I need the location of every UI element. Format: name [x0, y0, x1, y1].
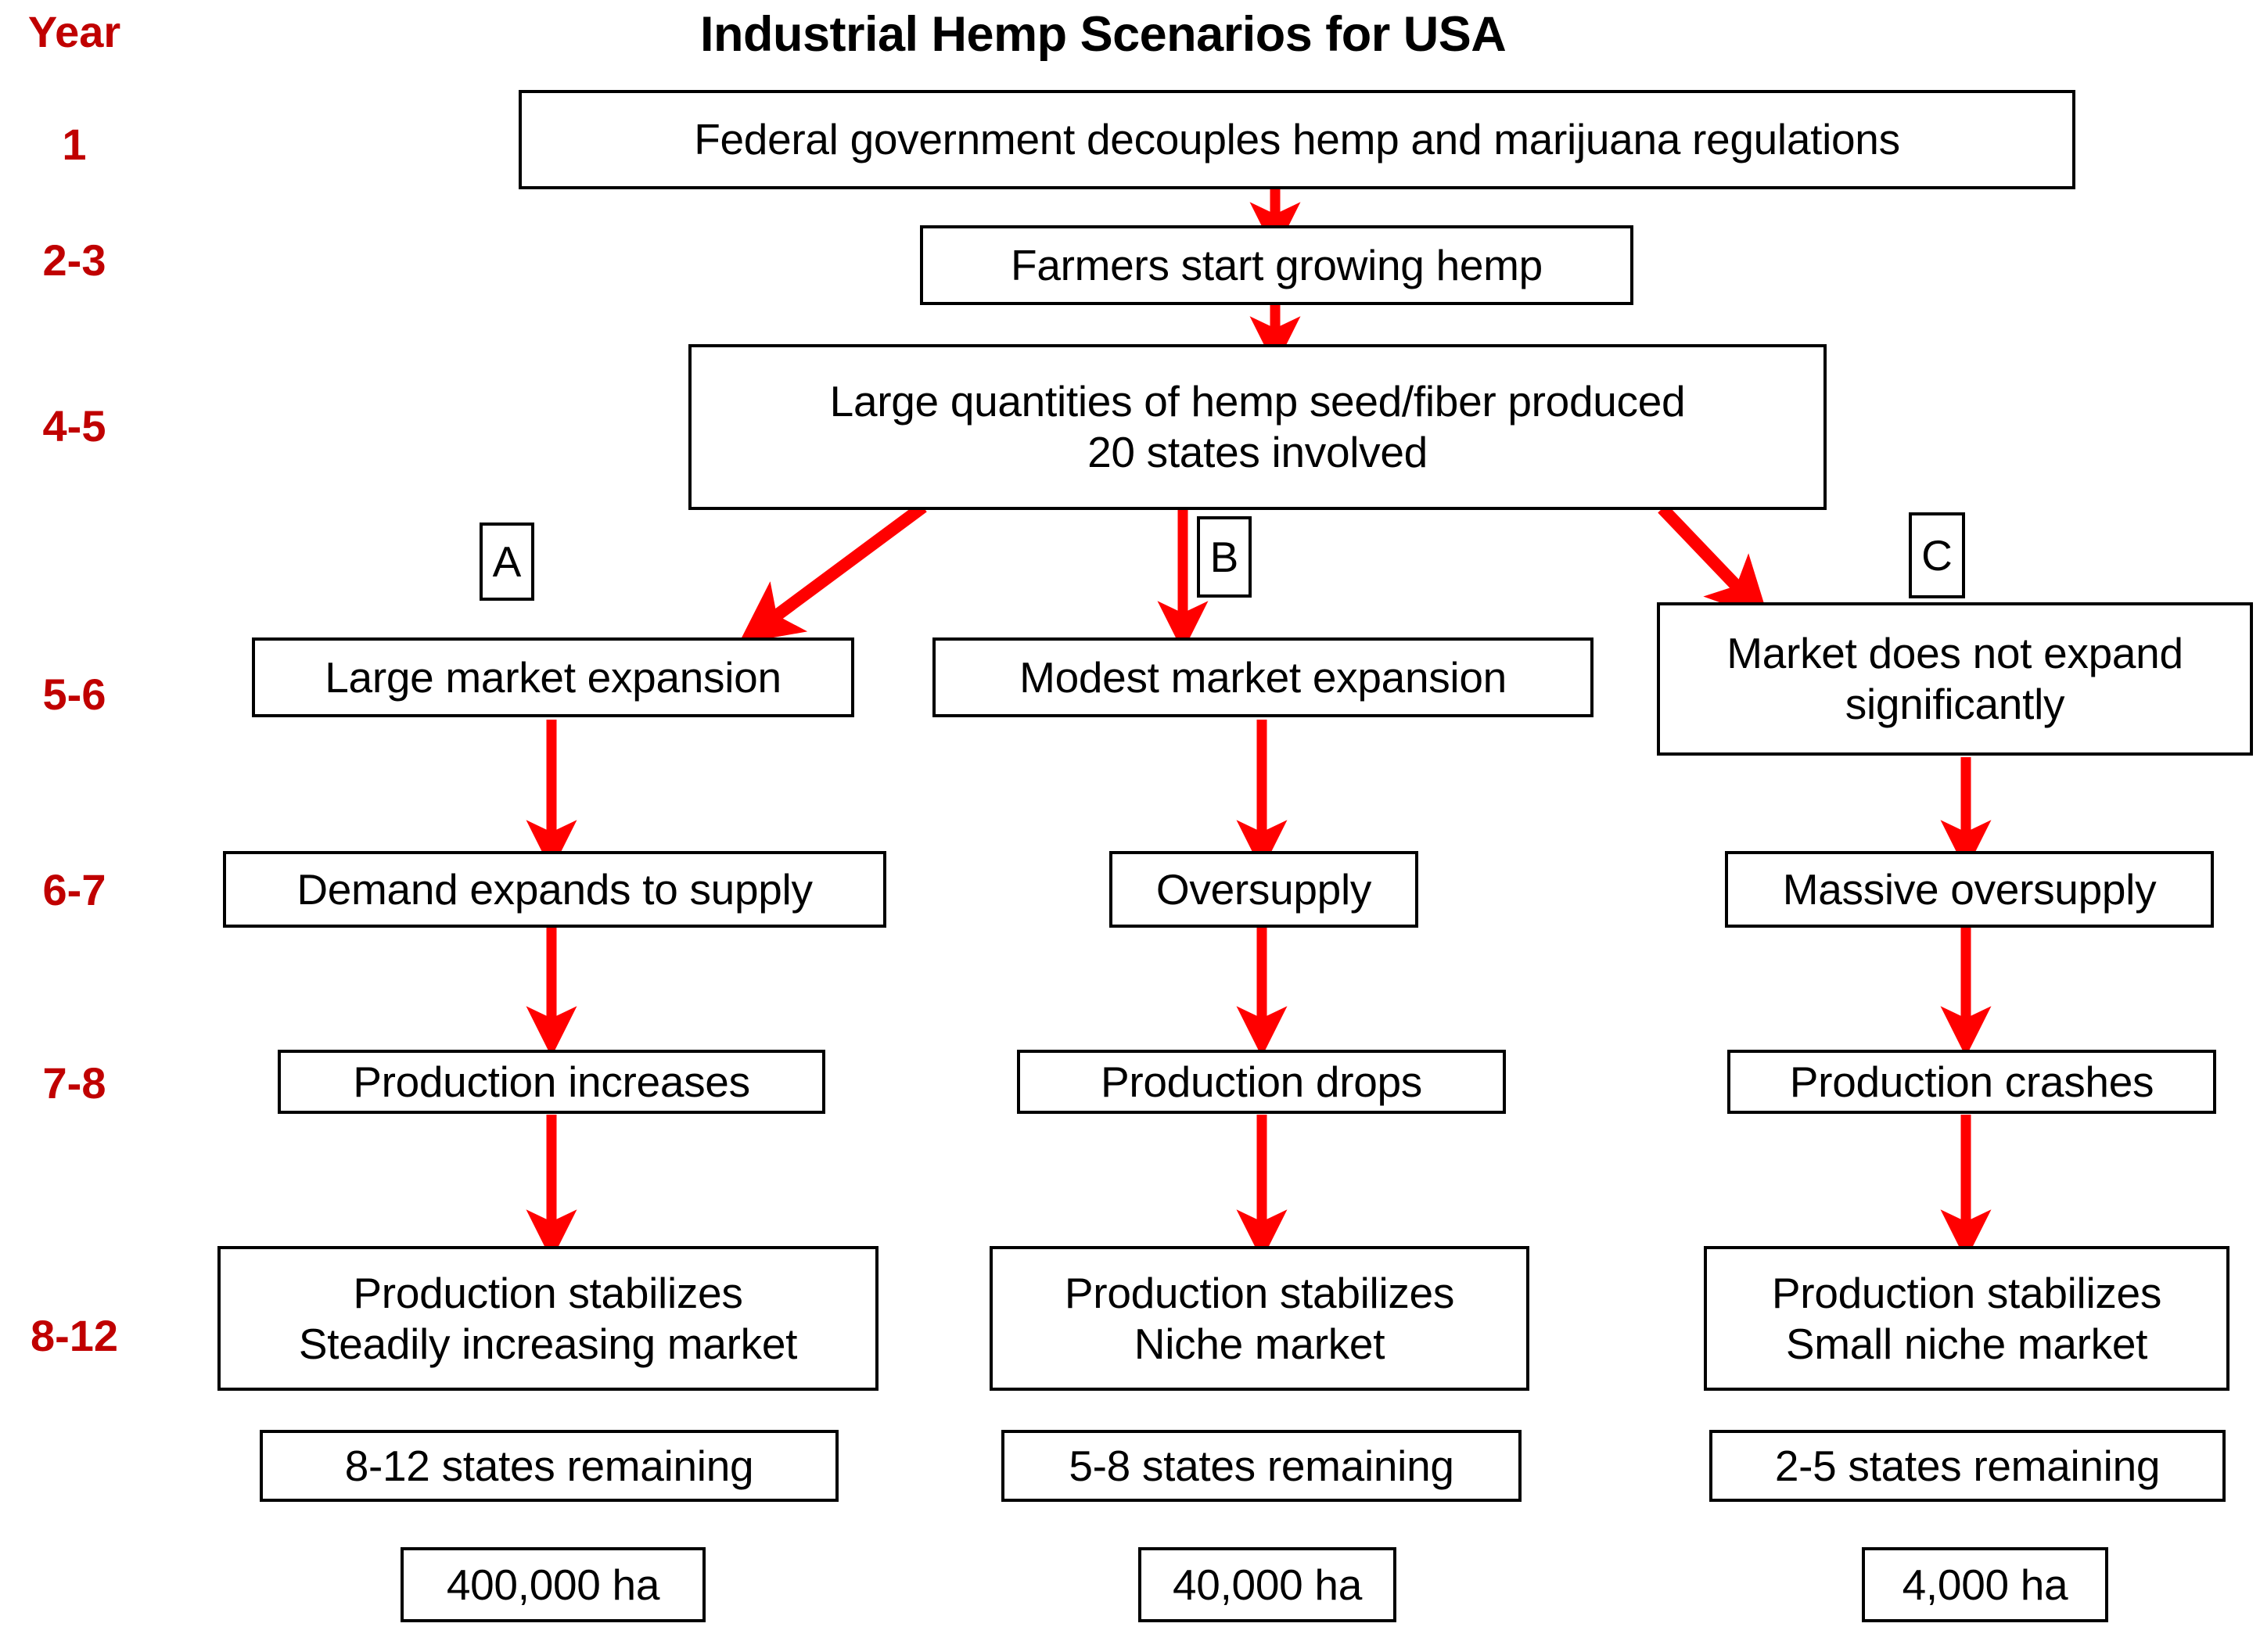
node-a-production-increases: Production increases	[278, 1050, 825, 1114]
page-title: Industrial Hemp Scenarios for USA	[700, 7, 1507, 62]
node-text: 2-5 states remaining	[1774, 1441, 2161, 1490]
node-text: 400,000 ha	[446, 1560, 660, 1609]
node-federal-decouples: Federal government decouples hemp and ma…	[519, 90, 2075, 189]
node-text: Production increases	[353, 1057, 750, 1106]
branch-tag-b-label: B	[1209, 533, 1239, 581]
arrow-branch-a	[738, 501, 927, 644]
node-c-massive-oversupply: Massive oversupply	[1725, 851, 2214, 928]
node-text: 5-8 states remaining	[1069, 1441, 1454, 1490]
year-label-4-5: 4-5	[42, 401, 106, 451]
node-farmers-start-growing: Farmers start growing hemp	[920, 225, 1633, 305]
node-a-demand-expands: Demand expands to supply	[223, 851, 886, 928]
node-text: Modest market expansion	[1019, 652, 1507, 702]
year-label-7-8: 7-8	[42, 1058, 106, 1108]
node-text-line-2: 20 states involved	[1087, 428, 1428, 476]
branch-tag-b: B	[1197, 516, 1252, 598]
node-text-line-1: Production stabilizes	[1064, 1268, 1455, 1317]
node-b-oversupply: Oversupply	[1109, 851, 1418, 928]
node-text: 4,000 ha	[1902, 1560, 2068, 1609]
node-c-market-does-not-expand: Market does not expand significantly	[1657, 602, 2253, 756]
node-a-area: 400,000 ha	[401, 1547, 706, 1622]
node-text-line-2: Niche market	[1134, 1319, 1385, 1368]
node-text: Demand expands to supply	[296, 864, 813, 914]
year-label-1: 1	[62, 120, 87, 169]
node-text: Production drops	[1100, 1057, 1422, 1106]
year-label-2-3: 2-3	[42, 235, 106, 285]
node-b-states-remaining: 5-8 states remaining	[1001, 1430, 1522, 1502]
node-large-quantities: Large quantities of hemp seed/fiber prod…	[688, 344, 1827, 510]
branch-tag-c: C	[1909, 512, 1965, 598]
node-b-area: 40,000 ha	[1138, 1547, 1396, 1622]
node-b-modest-market-expansion: Modest market expansion	[932, 637, 1593, 717]
node-a-states-remaining: 8-12 states remaining	[260, 1430, 839, 1502]
node-text: Production crashes	[1789, 1057, 2154, 1106]
node-text-line-2: Small niche market	[1785, 1319, 2148, 1368]
node-text: Farmers start growing hemp	[1011, 240, 1543, 289]
node-text-line-2: significantly	[1845, 680, 2065, 728]
node-text: Oversupply	[1155, 864, 1372, 914]
year-label-8-12: 8-12	[30, 1311, 119, 1360]
node-c-area: 4,000 ha	[1862, 1547, 2108, 1622]
node-b-production-stabilizes: Production stabilizes Niche market	[990, 1246, 1529, 1391]
node-text-line-1: Market does not expand	[1726, 629, 2183, 678]
node-text-line-2: Steadily increasing market	[298, 1319, 798, 1368]
node-text: Federal government decouples hemp and ma…	[694, 115, 1900, 164]
node-c-production-crashes: Production crashes	[1727, 1050, 2216, 1114]
node-c-production-stabilizes: Production stabilizes Small niche market	[1704, 1246, 2229, 1391]
branch-tag-a: A	[480, 523, 534, 601]
year-label-5-6: 5-6	[42, 670, 106, 719]
node-a-production-stabilizes: Production stabilizes Steadily increasin…	[217, 1246, 878, 1391]
node-text: 40,000 ha	[1173, 1560, 1362, 1609]
branch-tag-c-label: C	[1921, 531, 1953, 580]
node-b-production-drops: Production drops	[1017, 1050, 1506, 1114]
node-text-line-1: Production stabilizes	[353, 1268, 743, 1317]
node-text-line-1: Large quantities of hemp seed/fiber prod…	[829, 377, 1686, 426]
arrow-branch-c	[1658, 504, 1770, 620]
node-text-line-1: Production stabilizes	[1771, 1268, 2162, 1317]
node-text: Large market expansion	[325, 652, 781, 702]
year-column-header: Year	[27, 7, 121, 56]
node-a-large-market-expansion: Large market expansion	[252, 637, 854, 717]
year-label-6-7: 6-7	[42, 865, 106, 914]
node-text: 8-12 states remaining	[344, 1441, 754, 1490]
node-c-states-remaining: 2-5 states remaining	[1709, 1430, 2226, 1502]
branch-tag-a-label: A	[492, 537, 522, 586]
node-text: Massive oversupply	[1782, 864, 2157, 914]
